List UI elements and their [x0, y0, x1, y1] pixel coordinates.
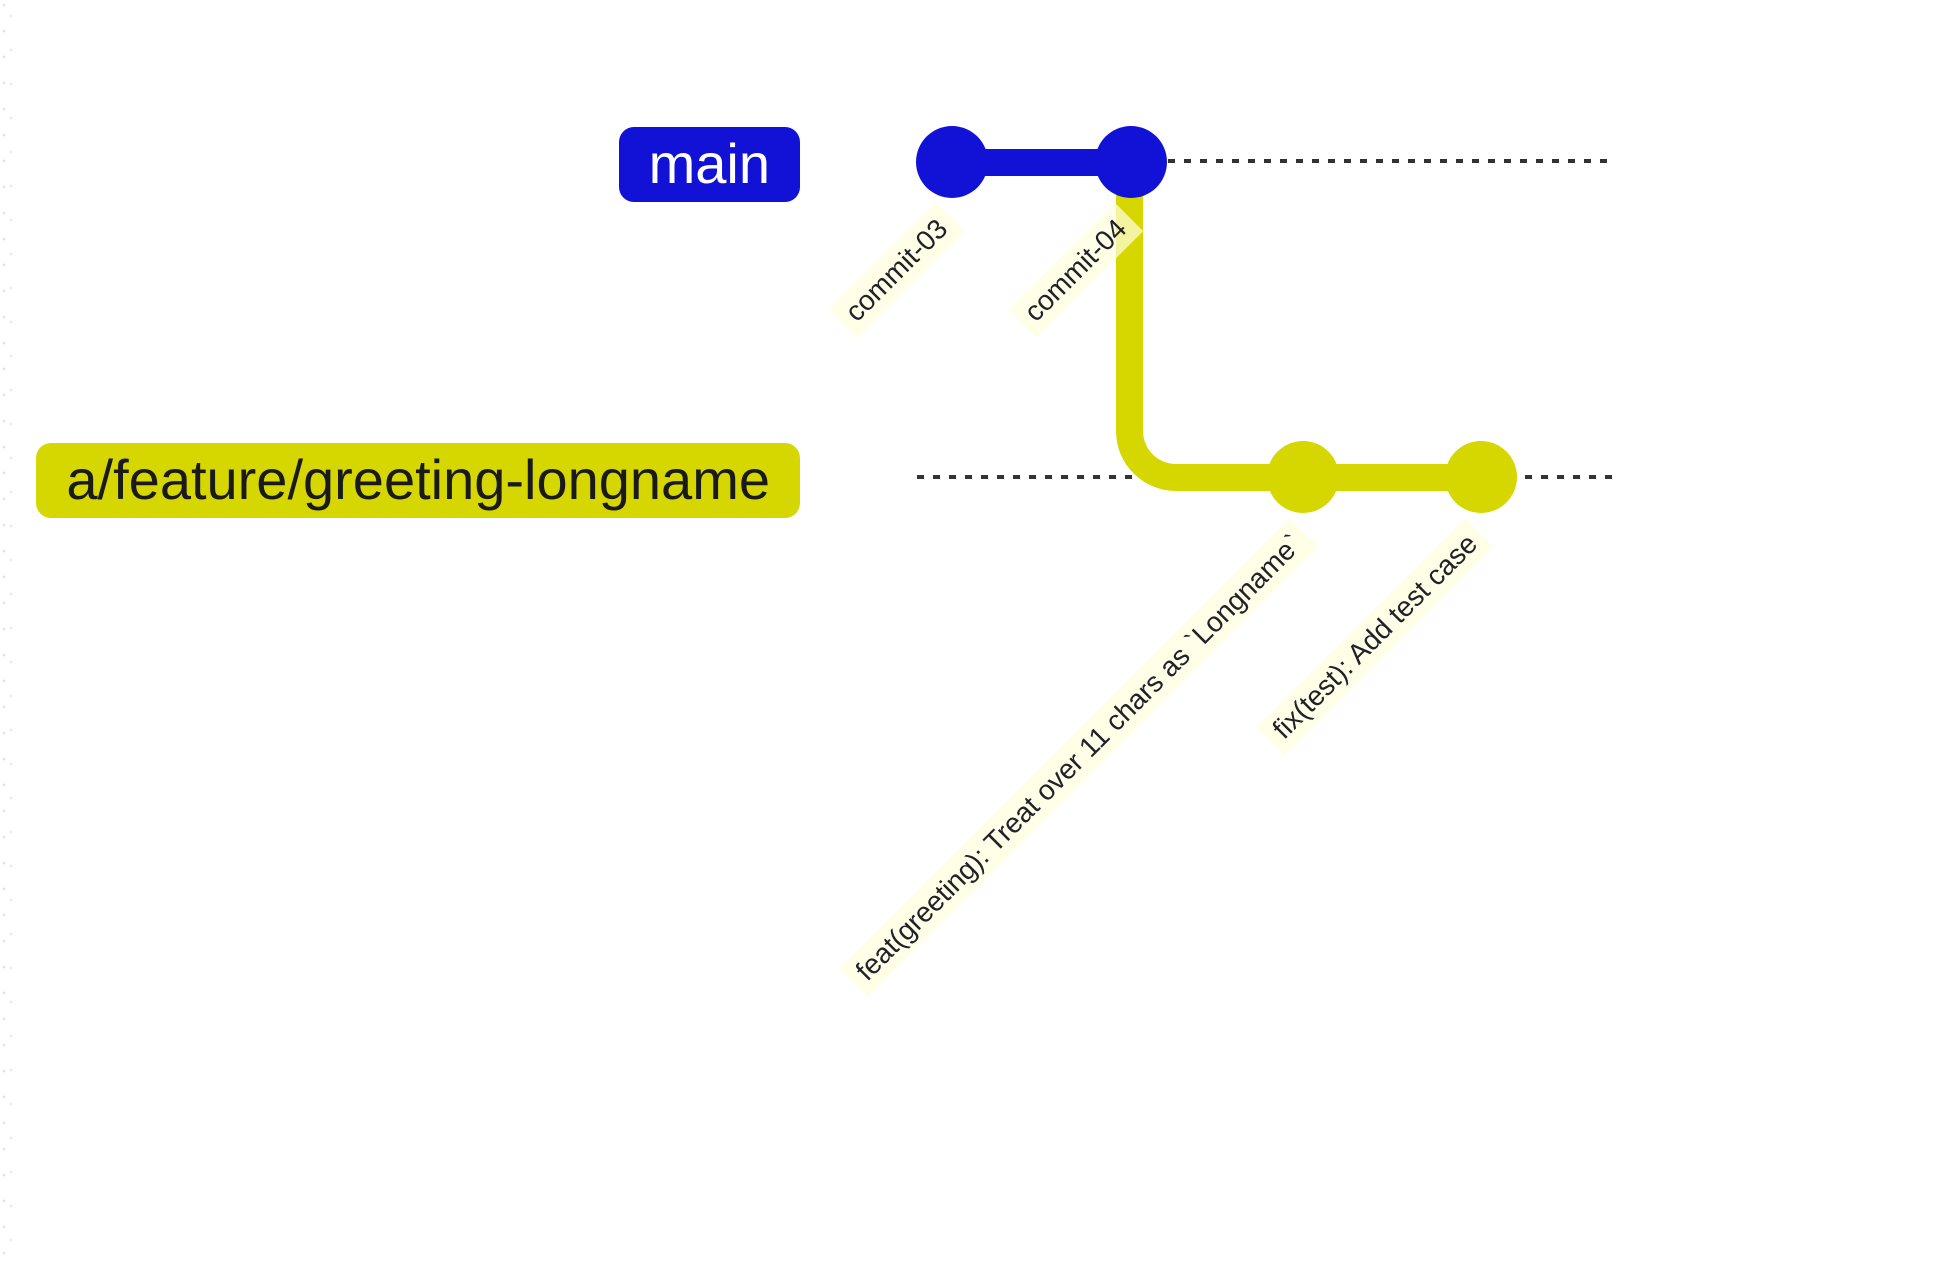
branch-badge-main: main — [618, 127, 800, 202]
commit-dot-feat-greeting — [1267, 441, 1339, 513]
branch-badge-feature: a/feature/greeting-longname — [36, 443, 800, 518]
commit-label-feat-greeting: feat(greeting): Treat over 11 chars as `… — [839, 518, 1318, 997]
commit-dot-commit-04 — [1095, 126, 1167, 198]
commit-dot-commit-03 — [916, 126, 988, 198]
left-edge-texture — [0, 0, 16, 1262]
commit-label-commit-03: commit-03 — [829, 203, 964, 338]
main-lane-dashed-line — [1168, 159, 1612, 163]
commit-dot-fix-test — [1445, 441, 1517, 513]
